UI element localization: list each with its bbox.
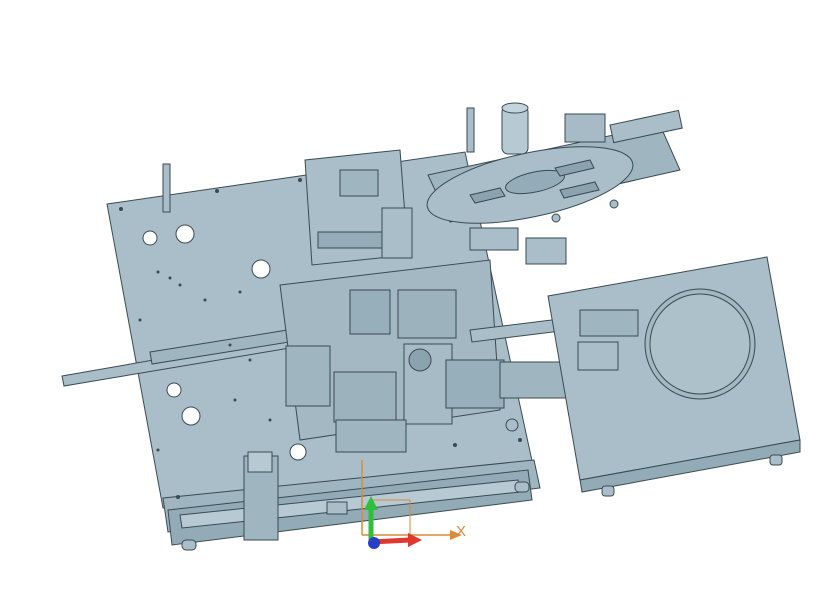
triad-x-arrowhead	[408, 533, 422, 547]
bracket-plate-1	[469, 227, 519, 251]
foot-right	[514, 481, 530, 493]
shaft-carriage[interactable]	[499, 361, 571, 399]
upper-side-plate	[381, 207, 413, 259]
side-foot-left	[601, 485, 615, 497]
side-bowl-inner	[649, 293, 751, 395]
front-left-cap	[247, 451, 273, 473]
reel-rail[interactable]	[609, 109, 683, 144]
bracket-plate-2	[525, 237, 567, 265]
mech-wheel[interactable]	[408, 348, 432, 372]
reel-slot-2	[554, 159, 595, 177]
mech-block-1[interactable]	[349, 289, 391, 335]
side-feeder-block[interactable]	[579, 309, 639, 337]
reel-slot-1	[469, 187, 506, 204]
reel-leg-1	[551, 213, 561, 223]
mech-block-6[interactable]	[445, 359, 505, 409]
reel-drive-box[interactable]	[564, 113, 606, 143]
post-left	[162, 163, 171, 213]
side-feeder-bracket	[577, 341, 619, 371]
reel-motor-cap	[501, 102, 529, 114]
front-small-part	[326, 501, 348, 515]
foot-left	[181, 539, 197, 551]
mech-lower-box[interactable]	[335, 419, 407, 453]
plate-screws	[119, 178, 522, 499]
mech-block-3[interactable]	[285, 345, 331, 407]
mech-block-4[interactable]	[333, 371, 397, 423]
triad-x-label: X	[456, 523, 466, 540]
reel-hub	[505, 169, 565, 195]
axis-triad-icon: X	[361, 460, 466, 549]
post-right	[466, 107, 475, 153]
upper-inner-box[interactable]	[339, 169, 379, 197]
cad-assembly-model[interactable]	[61, 102, 801, 551]
triad-y-arrowhead	[364, 496, 378, 510]
reel-slot-3	[559, 181, 600, 199]
reel-leg-2	[609, 199, 619, 209]
side-foot-right	[769, 454, 783, 466]
triad-z-axis	[368, 537, 380, 549]
mech-block-2[interactable]	[397, 289, 457, 339]
side-cabinet-base[interactable]	[579, 439, 801, 493]
triad-guide-arrow	[450, 530, 462, 540]
mech-knob[interactable]	[505, 418, 519, 432]
plate-holes	[142, 224, 307, 461]
